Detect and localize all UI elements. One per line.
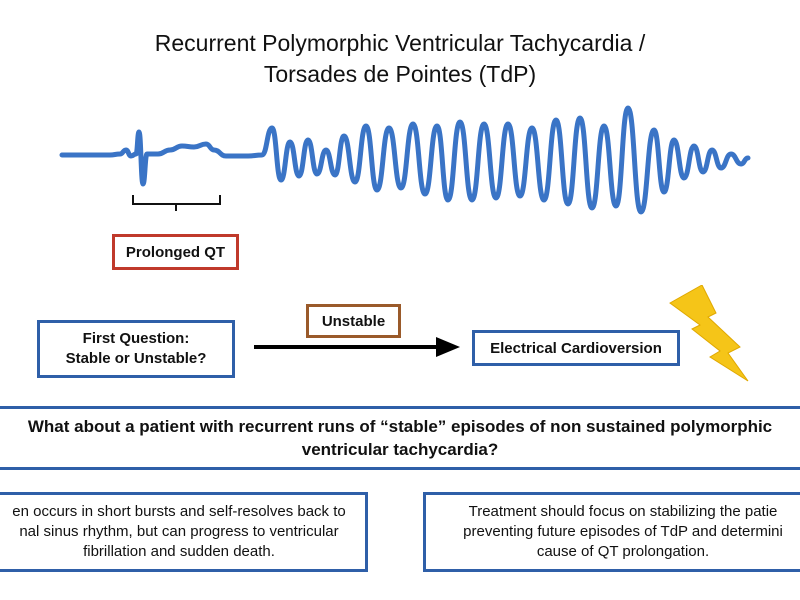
first-question-line-1: First Question: (82, 330, 190, 347)
treatment-line-1: Treatment should focus on stabilizing th… (468, 503, 778, 520)
treatment-line-2: preventing future episodes of TdP and de… (463, 523, 783, 540)
lightning-bolt-icon (669, 285, 749, 382)
treatment-box: Treatment should focus on stabilizing th… (423, 492, 800, 572)
title-line-2: Torsades de Pointes (TdP) (263, 61, 537, 87)
unstable-label: Unstable (306, 304, 401, 338)
electrical-cardioversion-box: Electrical Cardioversion (472, 330, 680, 366)
unstable-text: Unstable (321, 312, 386, 330)
electrical-cardioversion-text: Electrical Cardioversion (490, 339, 662, 357)
arrow-right-icon (254, 337, 460, 357)
ecg-waveform-icon (59, 105, 751, 215)
treatment-line-3: cause of QT prolongation. (536, 543, 710, 560)
natural-course-line-2: nal sinus rhythm, but can progress to ve… (19, 523, 339, 540)
question-box: What about a patient with recurrent runs… (0, 406, 800, 470)
qt-interval-bracket (132, 195, 221, 211)
question-line-2: ventricular tachycardia? (301, 440, 499, 459)
title-line-1: Recurrent Polymorphic Ventricular Tachyc… (154, 30, 646, 56)
natural-course-line-1: en occurs in short bursts and self-resol… (12, 503, 346, 520)
ecg-trace (59, 105, 751, 215)
prolonged-qt-label: Prolonged QT (112, 234, 239, 270)
natural-course-box: en occurs in short bursts and self-resol… (0, 492, 368, 572)
prolonged-qt-text: Prolonged QT (125, 243, 226, 261)
page-title: Recurrent Polymorphic Ventricular Tachyc… (0, 28, 800, 90)
first-question-line-2: Stable or Unstable? (65, 350, 207, 367)
question-line-1: What about a patient with recurrent runs… (27, 417, 773, 436)
first-question-box: First Question: Stable or Unstable? (37, 320, 235, 378)
natural-course-line-3: fibrillation and sudden death. (83, 543, 275, 560)
